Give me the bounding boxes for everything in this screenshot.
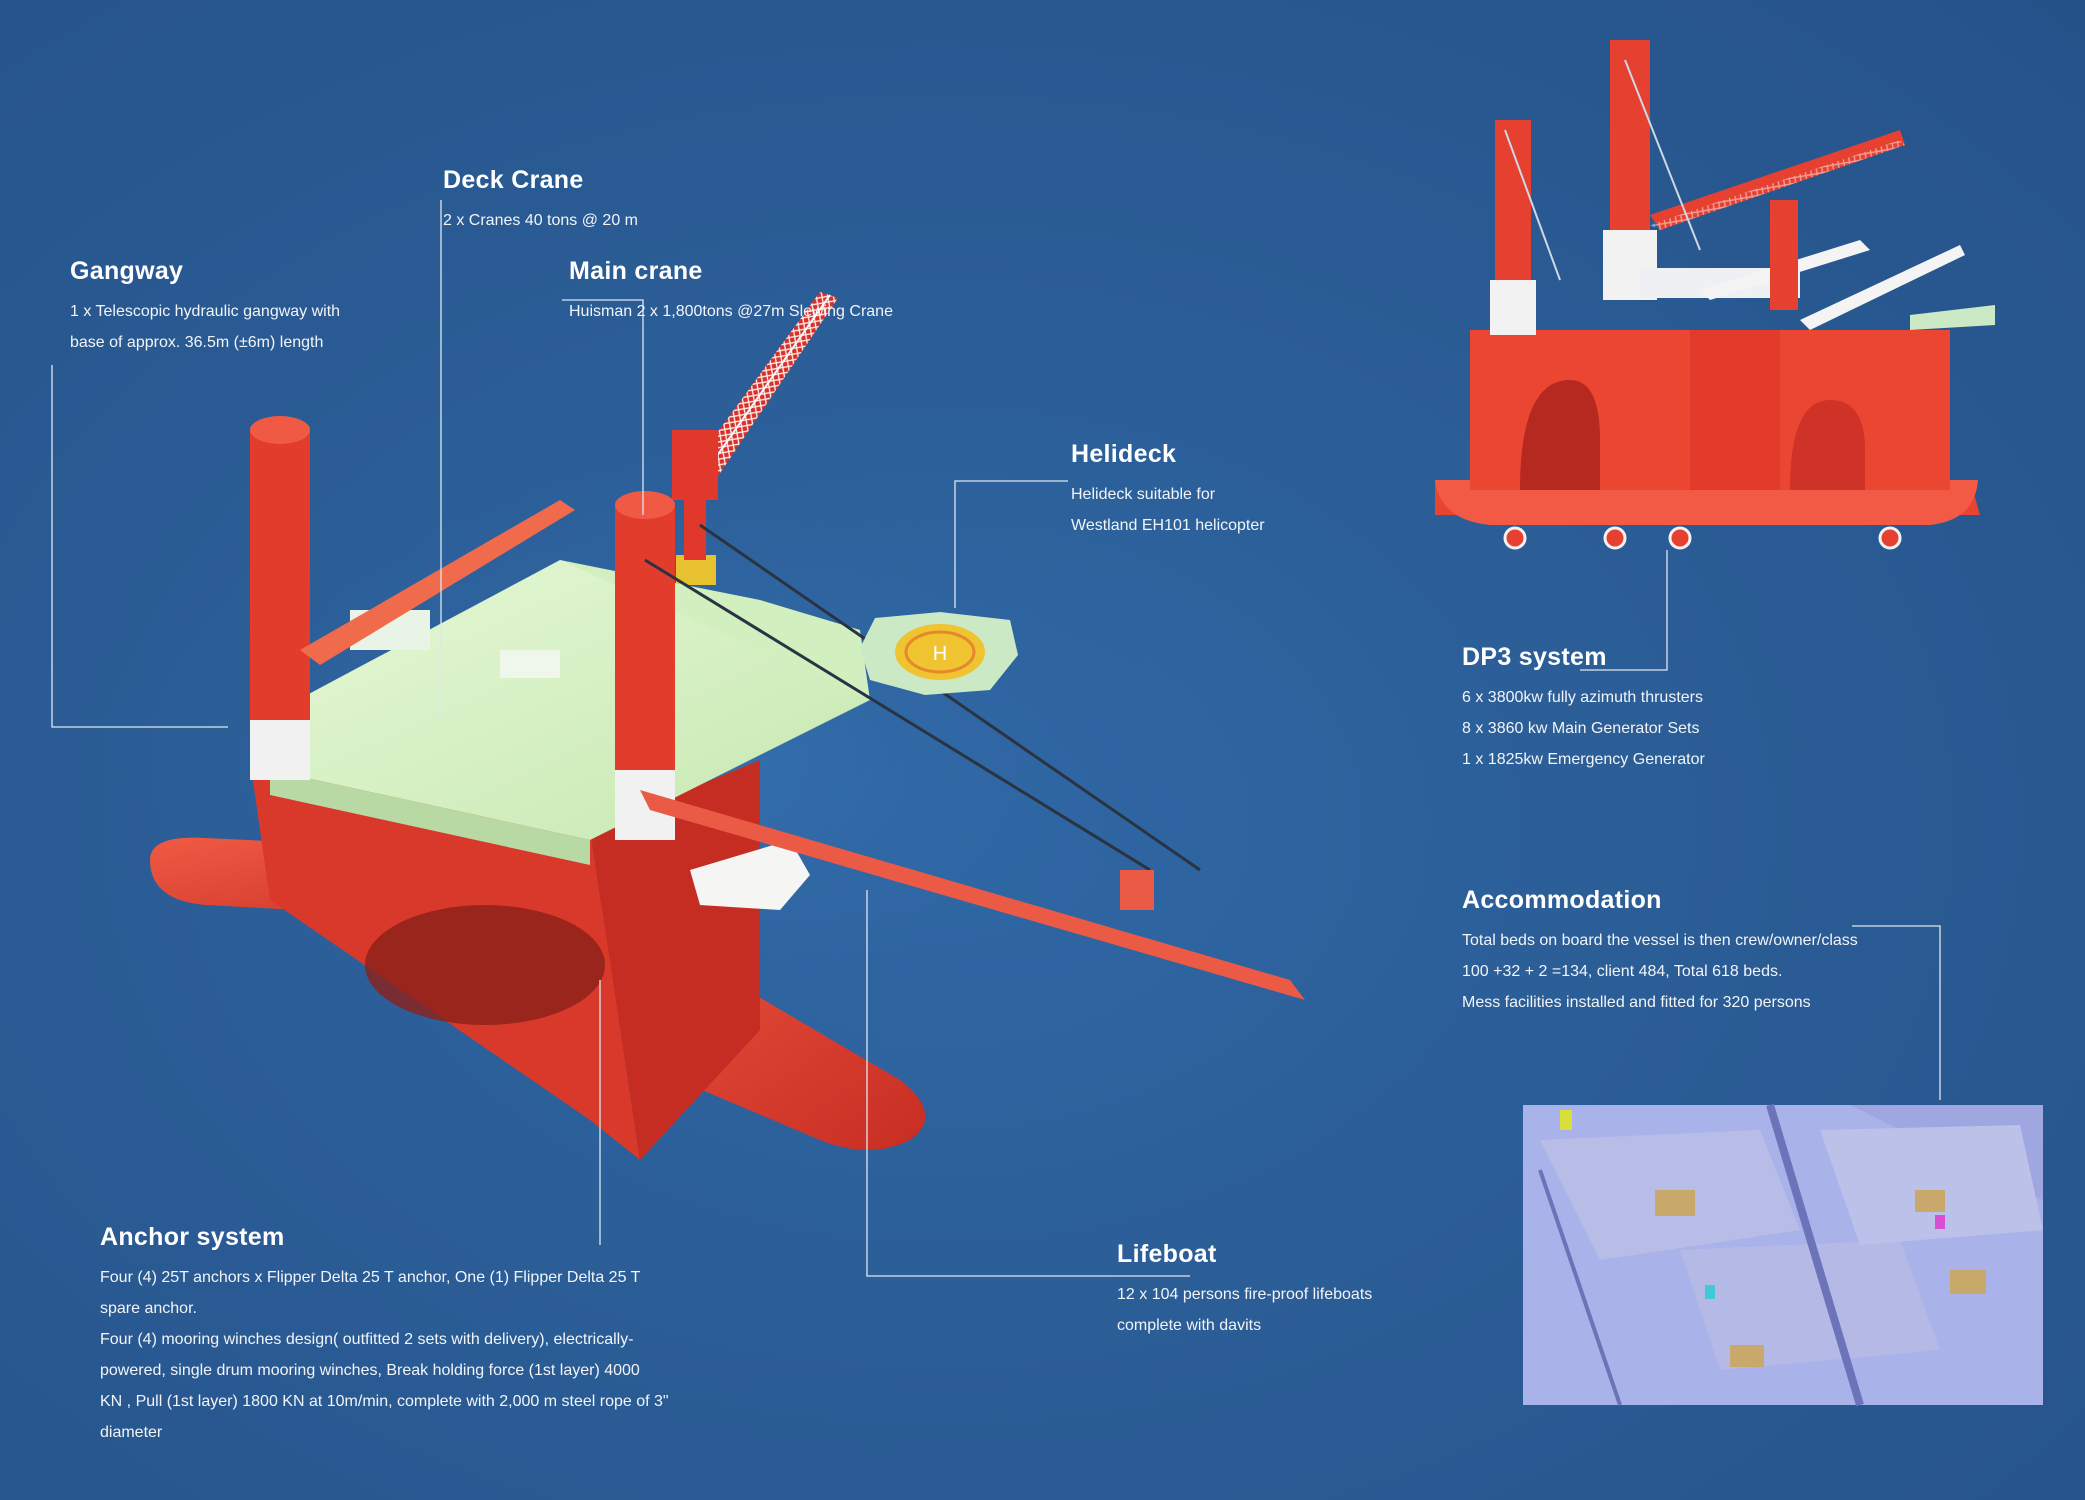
main-crane-title: Main crane bbox=[569, 257, 703, 285]
lifeboat-line-1: 12 x 104 persons fire-proof lifeboats bbox=[1117, 1286, 1373, 1303]
helideck-title: Helideck bbox=[1071, 440, 1177, 468]
gangway-block: Gangway 1 x Telescopic hydraulic gangway… bbox=[70, 257, 340, 358]
leader-lifeboat bbox=[866, 890, 1190, 1277]
anchor-line-1: Four (4) 25T anchors x Flipper Delta 25 … bbox=[100, 1269, 641, 1286]
helideck-marking: H bbox=[933, 643, 947, 665]
helideck-line-1: Helideck suitable for bbox=[1071, 486, 1216, 503]
anchor-line-5: KN , Pull (1st layer) 1800 KN at 10m/min… bbox=[100, 1393, 669, 1410]
gangway-line-1: 1 x Telescopic hydraulic gangway with bbox=[70, 303, 341, 320]
dp3-line-1: 6 x 3800kw fully azimuth thrusters bbox=[1462, 689, 1703, 706]
accommodation-block: Accommodation Total beds on board the ve… bbox=[1462, 886, 1858, 1018]
accommodation-plan-illustration bbox=[1523, 1103, 2043, 1407]
gangway-line-2: base of approx. 36.5m (±6m) length bbox=[70, 334, 324, 351]
accommodation-title: Accommodation bbox=[1462, 886, 1662, 914]
vessel-side-illustration bbox=[1435, 40, 1995, 550]
anchor-block: Anchor system Four (4) 25T anchors x Fli… bbox=[100, 1223, 669, 1448]
dp3-line-3: 1 x 1825kw Emergency Generator bbox=[1462, 751, 1705, 768]
leader-dp3 bbox=[1580, 550, 1668, 671]
anchor-line-2: spare anchor. bbox=[100, 1300, 197, 1317]
gangway-title: Gangway bbox=[70, 257, 184, 285]
deck-crane-line: 2 x Cranes 40 tons @ 20 m bbox=[443, 212, 638, 229]
accommodation-line-3: Mess facilities installed and fitted for… bbox=[1462, 994, 1811, 1011]
leader-accommodation bbox=[1852, 925, 1941, 1100]
main-vessel-illustration: H bbox=[80, 292, 1305, 1160]
leader-helideck bbox=[954, 480, 1068, 608]
dp3-title: DP3 system bbox=[1462, 643, 1607, 671]
lifeboat-block: Lifeboat 12 x 104 persons fire-proof lif… bbox=[1117, 1240, 1372, 1341]
main-crane-block: Main crane Huisman 2 x 1,800tons @27m Sl… bbox=[569, 257, 893, 327]
lifeboat-title: Lifeboat bbox=[1117, 1240, 1217, 1268]
helideck-line-2: Westland EH101 helicopter bbox=[1071, 517, 1265, 534]
anchor-line-3: Four (4) mooring winches design( outfitt… bbox=[100, 1331, 634, 1348]
dp3-line-2: 8 x 3860 kw Main Generator Sets bbox=[1462, 720, 1700, 737]
accommodation-line-1: Total beds on board the vessel is then c… bbox=[1462, 932, 1858, 949]
leader-main-crane bbox=[562, 299, 644, 515]
lifeboat-line-2: complete with davits bbox=[1117, 1317, 1262, 1334]
anchor-title: Anchor system bbox=[100, 1223, 285, 1251]
accommodation-line-2: 100 +32 + 2 =134, client 484, Total 618 … bbox=[1462, 963, 1783, 980]
anchor-line-4: powered, single drum mooring winches, Br… bbox=[100, 1362, 640, 1379]
leader-gangway bbox=[51, 365, 228, 728]
deck-crane-title: Deck Crane bbox=[443, 166, 584, 194]
anchor-line-6: diameter bbox=[100, 1424, 163, 1441]
main-crane-line: Huisman 2 x 1,800tons @27m Slewing Crane bbox=[569, 303, 893, 320]
dp3-block: DP3 system 6 x 3800kw fully azimuth thru… bbox=[1462, 643, 1705, 775]
deck-crane-block: Deck Crane 2 x Cranes 40 tons @ 20 m bbox=[443, 166, 638, 236]
helideck-block: Helideck Helideck suitable for Westland … bbox=[1071, 440, 1265, 541]
leader-lines bbox=[51, 200, 1941, 1277]
